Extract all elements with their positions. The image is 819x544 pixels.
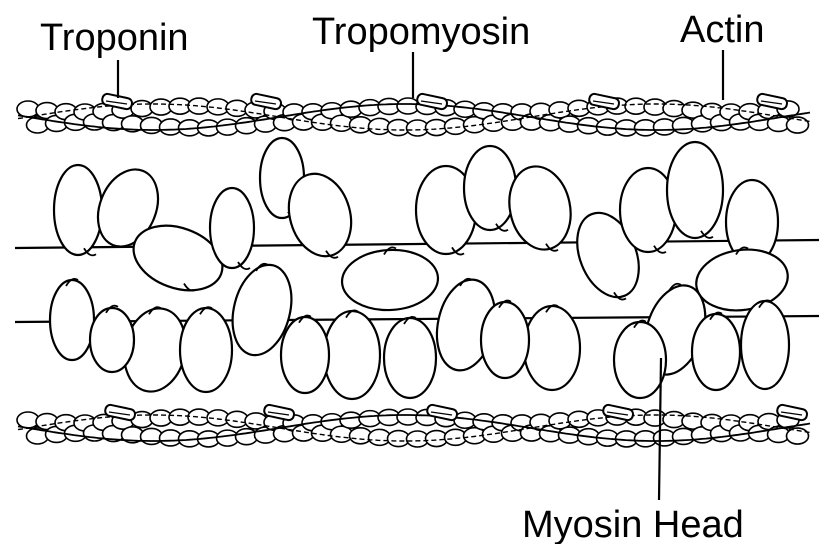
tropomyosin-label: Tropomyosin	[312, 11, 530, 53]
myosin-head	[692, 314, 740, 390]
myosin-head	[180, 308, 232, 392]
myosin-head	[614, 322, 666, 398]
myosin-heads	[50, 138, 792, 399]
myosin-head	[464, 146, 516, 230]
myosin-head	[324, 311, 380, 399]
troponin-label: Troponin	[40, 17, 189, 59]
myosin-head-label: Myosin Head	[522, 504, 744, 544]
myosin-head	[340, 248, 439, 313]
myosin-head	[667, 142, 723, 238]
myosin-head	[50, 280, 94, 360]
myosin-head	[741, 301, 789, 389]
myosin-head	[210, 188, 254, 268]
myosin-head	[524, 306, 580, 390]
actin-filament-top	[17, 93, 810, 136]
actin-label: Actin	[680, 9, 764, 51]
myosin-head	[384, 318, 436, 398]
actin-filament-bottom	[17, 404, 810, 447]
myosin-head	[281, 317, 329, 393]
myosin-head	[481, 302, 529, 378]
myosin-head	[54, 165, 102, 255]
myosin-head	[90, 308, 134, 372]
